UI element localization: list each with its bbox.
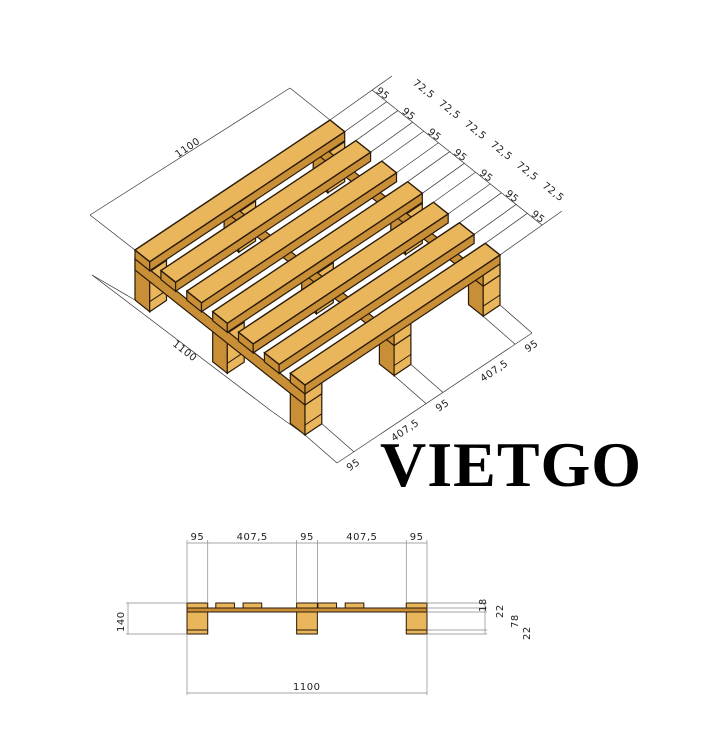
- extension-line: [321, 423, 355, 453]
- elevation-top-board: [317, 602, 338, 609]
- elevation-layer-dimension-label: 18: [478, 598, 489, 612]
- extension-line: [393, 375, 427, 404]
- top-deck-board: [211, 180, 424, 325]
- bottom-board-edge: [482, 294, 501, 307]
- iso-length-label: 1100: [174, 136, 203, 160]
- elevation-height-label: 140: [116, 611, 127, 632]
- board-gap-label: 72,5: [462, 119, 488, 143]
- side-dimension-label: 95: [345, 457, 363, 474]
- extension-line: [482, 315, 516, 345]
- board-gap-label: 72,5: [540, 181, 566, 205]
- board-width-label: 95: [373, 86, 391, 103]
- elevation-top-dimension-label: 95: [190, 532, 204, 543]
- side-dimension-label: 95: [523, 338, 541, 355]
- iso-width-label: 1100: [170, 339, 198, 365]
- extension-line: [344, 101, 387, 132]
- board-gap-label: 72,5: [514, 160, 540, 184]
- elevation-bottom-board: [186, 629, 209, 635]
- dimension-line: [336, 332, 533, 464]
- brand-logo-text: VIETGO: [380, 429, 643, 500]
- dimension-line: [89, 87, 291, 216]
- elevation-top-board: [405, 602, 428, 609]
- extension-line: [381, 130, 424, 162]
- extension-line: [396, 142, 439, 174]
- elevation-bottom-board: [405, 629, 428, 635]
- elevation-top-board: [242, 602, 263, 609]
- extension-line: [410, 364, 444, 393]
- extension-line: [304, 434, 338, 464]
- side-dimension-label: 95: [434, 398, 452, 415]
- dimension-line: [371, 89, 543, 226]
- board-gap-label: 72,5: [488, 139, 514, 163]
- extension-line: [459, 192, 502, 224]
- isometric-pallet-view: [133, 119, 502, 437]
- board-gap-label: 72,5: [410, 78, 436, 102]
- elevation-stringer: [186, 607, 428, 613]
- extension-line: [433, 171, 476, 203]
- elevation-top-board: [215, 602, 235, 609]
- board-width-label: 95: [451, 147, 469, 164]
- elevation-bottom-board: [296, 629, 318, 635]
- board-gap-label: 72,5: [436, 98, 462, 122]
- extension-line: [289, 87, 331, 121]
- elevation-block: [296, 611, 318, 631]
- elevation-block: [405, 611, 428, 631]
- side-dimension-label: 407,5: [479, 358, 511, 385]
- elevation-top-dimension-label: 95: [410, 532, 424, 543]
- extension-line: [473, 204, 517, 235]
- elevation-top-dimension-label: 407,5: [237, 532, 268, 543]
- extension-line: [329, 75, 393, 121]
- board-width-label: 95: [399, 106, 417, 123]
- extension-line: [269, 409, 306, 436]
- board-width-label: 95: [425, 127, 443, 144]
- top-deck-board: [237, 201, 450, 345]
- board-width-label: 95: [529, 209, 547, 226]
- extension-line: [422, 163, 465, 194]
- elevation-top-dimension-label: 407,5: [346, 532, 377, 543]
- elevation-width-label: 1100: [293, 682, 320, 693]
- dimension-line: [91, 274, 271, 411]
- board-width-label: 95: [503, 188, 521, 205]
- extension-line: [448, 183, 491, 215]
- top-deck-board: [133, 119, 346, 263]
- extension-line: [407, 151, 450, 182]
- board-width-label: 95: [477, 168, 495, 185]
- bottom-board-edge: [304, 413, 323, 426]
- elevation-top-dimension-label: 95: [300, 532, 314, 543]
- extension-line: [499, 210, 563, 256]
- elevation-layer-dimension-label: 22: [522, 626, 533, 640]
- extension-line: [499, 304, 533, 334]
- elevation-top-board: [344, 602, 365, 609]
- elevation-layer-dimension-label: 22: [495, 604, 506, 618]
- extension-line: [355, 110, 399, 141]
- extension-line: [91, 274, 136, 301]
- elevation-layer-dimension-label: 78: [510, 614, 521, 628]
- extension-line: [370, 121, 413, 153]
- elevation-top-board: [296, 602, 318, 609]
- elevation-block: [186, 611, 209, 631]
- extension-line: [485, 213, 528, 244]
- bottom-board-edge: [393, 353, 412, 367]
- extension-line: [89, 214, 136, 251]
- elevation-top-board: [186, 602, 209, 609]
